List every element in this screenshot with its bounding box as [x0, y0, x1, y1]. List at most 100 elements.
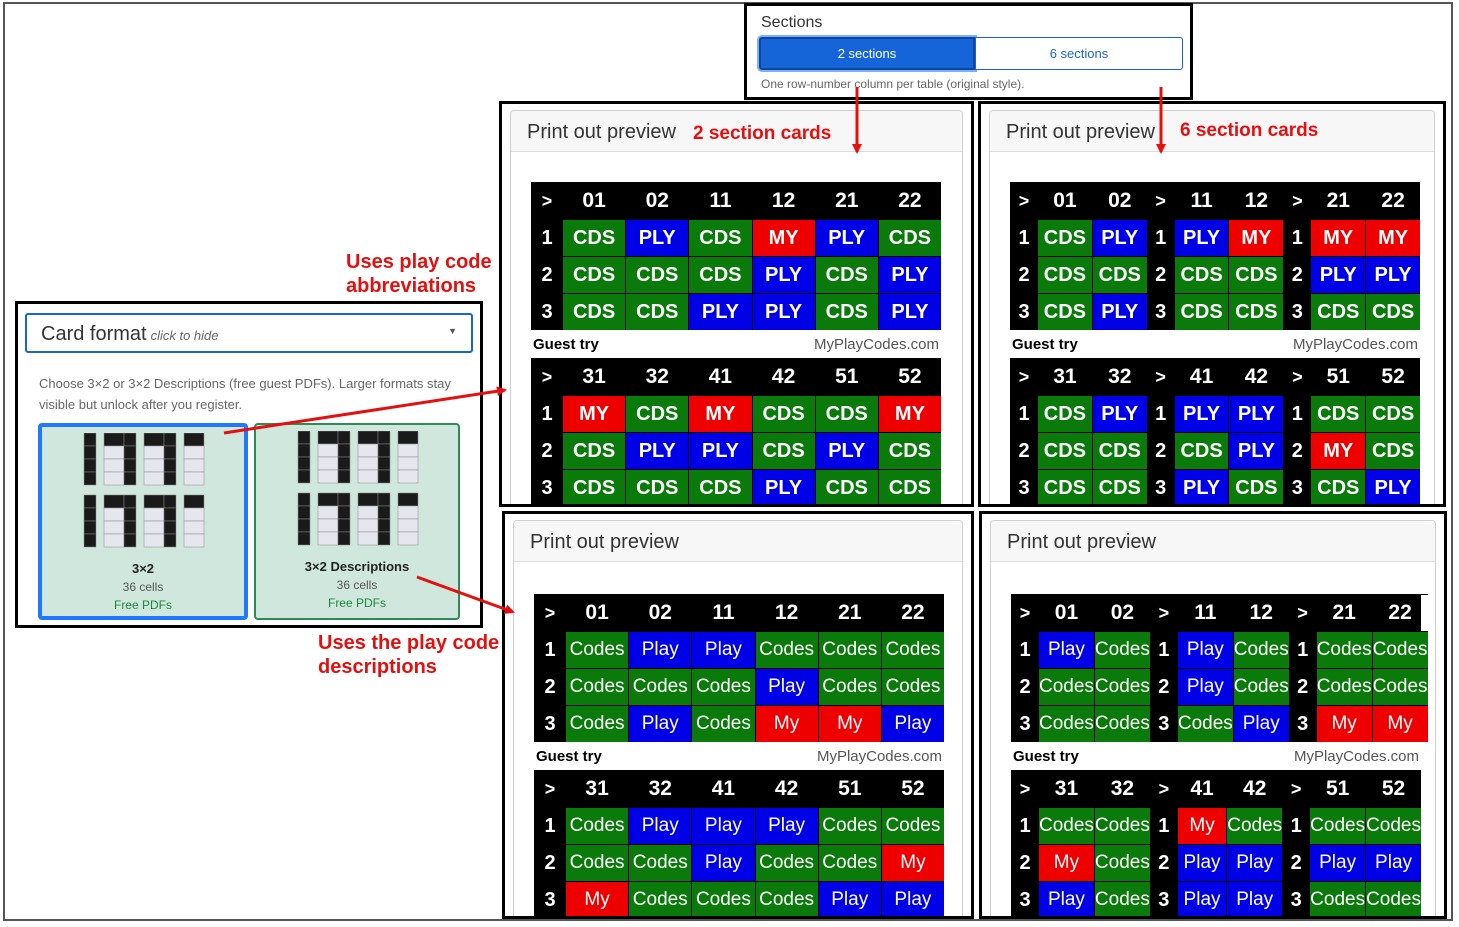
code-cell: MY	[1310, 219, 1366, 256]
row-number-cell: 1	[1011, 807, 1038, 844]
format-cells: 36 cells	[336, 578, 378, 592]
code-cell: PLY	[751, 293, 815, 330]
code-cell: MY	[877, 395, 941, 432]
code-cell: Play	[1226, 881, 1283, 916]
row-number-cell: 3	[1146, 293, 1174, 330]
format-cells: 36 cells	[122, 580, 164, 594]
arrow-header-cell: >	[531, 182, 562, 219]
arrow-header-cell: >	[1010, 182, 1037, 219]
code-cell: Codes	[1365, 807, 1421, 844]
code-cell: Codes	[1093, 881, 1150, 916]
code-cell: Play	[1232, 705, 1289, 742]
row-number-cell: 3	[1149, 705, 1177, 742]
column-header-cell: 01	[1037, 182, 1092, 219]
code-cell: CDS	[1173, 293, 1229, 330]
site-label: MyPlayCodes.com	[1293, 747, 1419, 765]
column-header-cell: 02	[628, 594, 692, 631]
code-cell: CDS	[1037, 395, 1092, 432]
row-number-cell: 3	[531, 469, 562, 504]
code-cell: CDS	[751, 432, 815, 469]
sections-help-text: One row-number column per table (origina…	[761, 77, 1025, 91]
row-number-cell: 2	[1149, 668, 1177, 705]
row-number-cell: 2	[1011, 844, 1038, 881]
column-header-cell: 21	[817, 594, 881, 631]
column-header-cell: 22	[1365, 182, 1420, 219]
code-cell: PLY	[877, 293, 941, 330]
code-cell: CDS	[877, 432, 941, 469]
arrow-header-cell: >	[1149, 594, 1177, 631]
code-cell: PLY	[625, 219, 689, 256]
arrow-header-cell: >	[1011, 594, 1038, 631]
row-number-cell: 3	[534, 881, 565, 916]
row-number-cell: 3	[534, 705, 565, 742]
column-header-cell: 12	[1232, 594, 1289, 631]
six-sections-button[interactable]: 6 sections	[975, 37, 1183, 70]
two-sections-button[interactable]: 2 sections	[759, 37, 975, 70]
row-number-cell: 3	[1146, 469, 1174, 504]
arrow-header-cell: >	[531, 358, 562, 395]
code-cell: Codes	[1315, 631, 1372, 668]
column-header-cell: 42	[751, 358, 815, 395]
column-header-cell: 32	[625, 358, 689, 395]
code-cell: Codes	[817, 631, 881, 668]
code-cell: CDS	[1310, 293, 1366, 330]
code-cell: PLY	[751, 256, 815, 293]
code-cell: Codes	[1093, 807, 1150, 844]
code-cell: My	[880, 844, 944, 881]
code-cell: PLY	[877, 256, 941, 293]
row-number-cell: 2	[1146, 256, 1174, 293]
code-cell: My	[817, 705, 881, 742]
code-cell: Play	[628, 807, 692, 844]
code-cell: CDS	[1310, 469, 1366, 504]
row-number-cell: 2	[1282, 844, 1310, 881]
code-cell: CDS	[1037, 469, 1092, 504]
code-cell: CDS	[1365, 395, 1420, 432]
row-number-cell: 2	[534, 844, 565, 881]
row-number-cell: 3	[1283, 293, 1311, 330]
code-cell: Codes	[565, 668, 629, 705]
format-option-3x2[interactable]: 3×2 36 cells Free PDFs	[38, 423, 248, 620]
code-cell: Play	[628, 705, 692, 742]
row-number-cell: 1	[1010, 219, 1037, 256]
code-cell: CDS	[1037, 219, 1092, 256]
code-cell: PLY	[1365, 256, 1420, 293]
arrow-header-cell: >	[1282, 770, 1310, 807]
column-header-cell: 11	[688, 182, 752, 219]
code-cell: PLY	[1091, 293, 1147, 330]
code-cell: PLY	[1173, 469, 1229, 504]
code-cell: Codes	[1093, 668, 1150, 705]
row-number-cell: 3	[1011, 705, 1038, 742]
code-cell: CDS	[1037, 256, 1092, 293]
format-option-3x2-descriptions[interactable]: 3×2 Descriptions 36 cells Free PDFs	[254, 423, 460, 620]
code-cell: Play	[1176, 668, 1233, 705]
column-header-cell: 52	[877, 358, 941, 395]
code-cell: CDS	[625, 293, 689, 330]
arrow-header-cell: >	[1146, 182, 1174, 219]
column-header-cell: 11	[1176, 594, 1233, 631]
caret-down-icon: ▼	[448, 326, 457, 336]
row-number-cell: 3	[1010, 469, 1037, 504]
card-format-description: Choose 3×2 or 3×2 Descriptions (free gue…	[39, 376, 451, 412]
code-cell: PLY	[1173, 395, 1229, 432]
code-cell: CDS	[814, 293, 878, 330]
row-number-cell: 1	[1146, 395, 1174, 432]
annotation-six-section-cards: 6 section cards	[1180, 120, 1319, 141]
code-cell: CDS	[1091, 469, 1147, 504]
column-header-cell: 31	[565, 770, 629, 807]
arrow-header-cell: >	[1283, 358, 1311, 395]
code-cell: PLY	[751, 469, 815, 504]
arrow-header-cell: >	[1288, 594, 1316, 631]
row-number-cell: 3	[1283, 469, 1311, 504]
code-cell: Codes	[754, 631, 818, 668]
preview-title: Print out preview	[511, 111, 962, 152]
code-cell: MY	[1310, 432, 1366, 469]
guest-try-label: Guest try	[1012, 335, 1078, 353]
